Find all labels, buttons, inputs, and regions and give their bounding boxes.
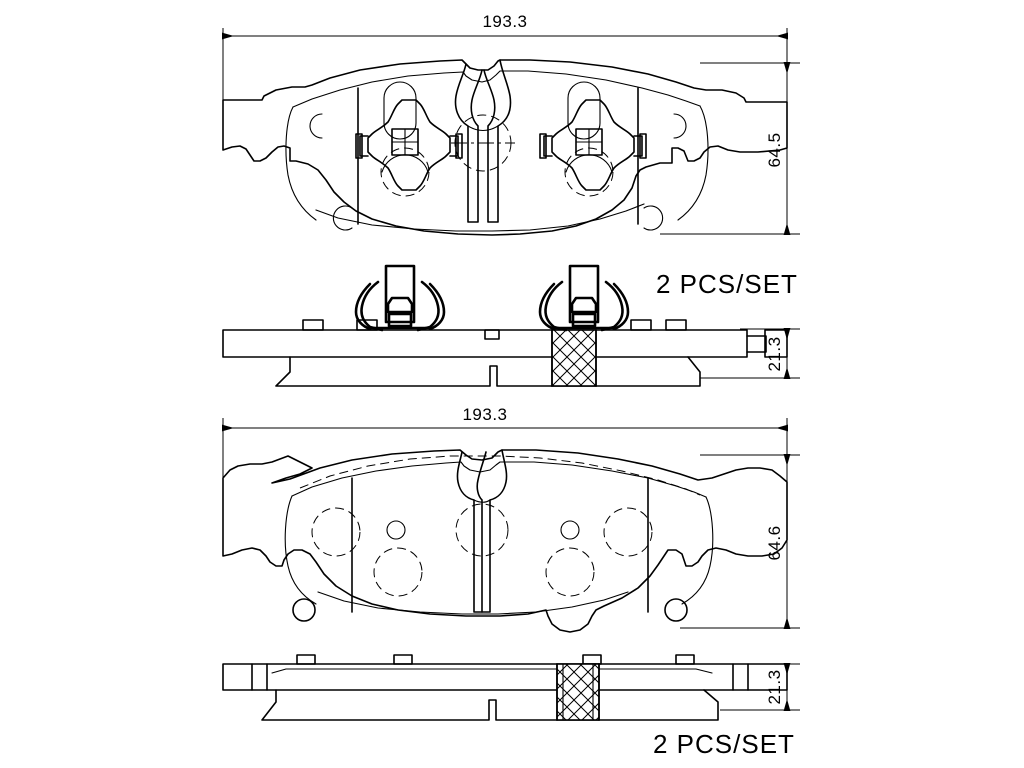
pad-a-left-shim-detail [355, 81, 463, 197]
label-pad-a-height: 64.5 [765, 132, 784, 167]
dimension-pad-a-width [222, 28, 788, 108]
label-pad-b-thickness: 21.3 [765, 669, 784, 704]
pad-a-right-shim-detail [539, 81, 647, 197]
pad-a-center-mark [451, 114, 515, 172]
dimension-pad-b-thickness [720, 663, 800, 711]
label-pad-a-quantity: 2 PCS/SET [656, 269, 798, 299]
label-pad-a-thickness: 21.3 [765, 336, 784, 371]
pad-a-center-slot [454, 59, 512, 223]
pad-a-left-retaining-clip [354, 264, 446, 332]
pad-b-center-slot [456, 449, 508, 613]
label-pad-b-width: 193.3 [462, 405, 507, 424]
pad-a-right-retaining-clip [538, 264, 630, 332]
pad-a-side-view [222, 264, 800, 387]
label-pad-a-width: 193.3 [482, 12, 527, 31]
label-pad-b-quantity: 2 PCS/SET [653, 729, 795, 759]
pad-b-front-view [222, 418, 800, 633]
pad-a-front-view [222, 28, 800, 236]
label-pad-b-height: 64.6 [765, 525, 784, 560]
pad-b-side-view [222, 654, 800, 721]
pad-b-center-mark [455, 503, 509, 557]
